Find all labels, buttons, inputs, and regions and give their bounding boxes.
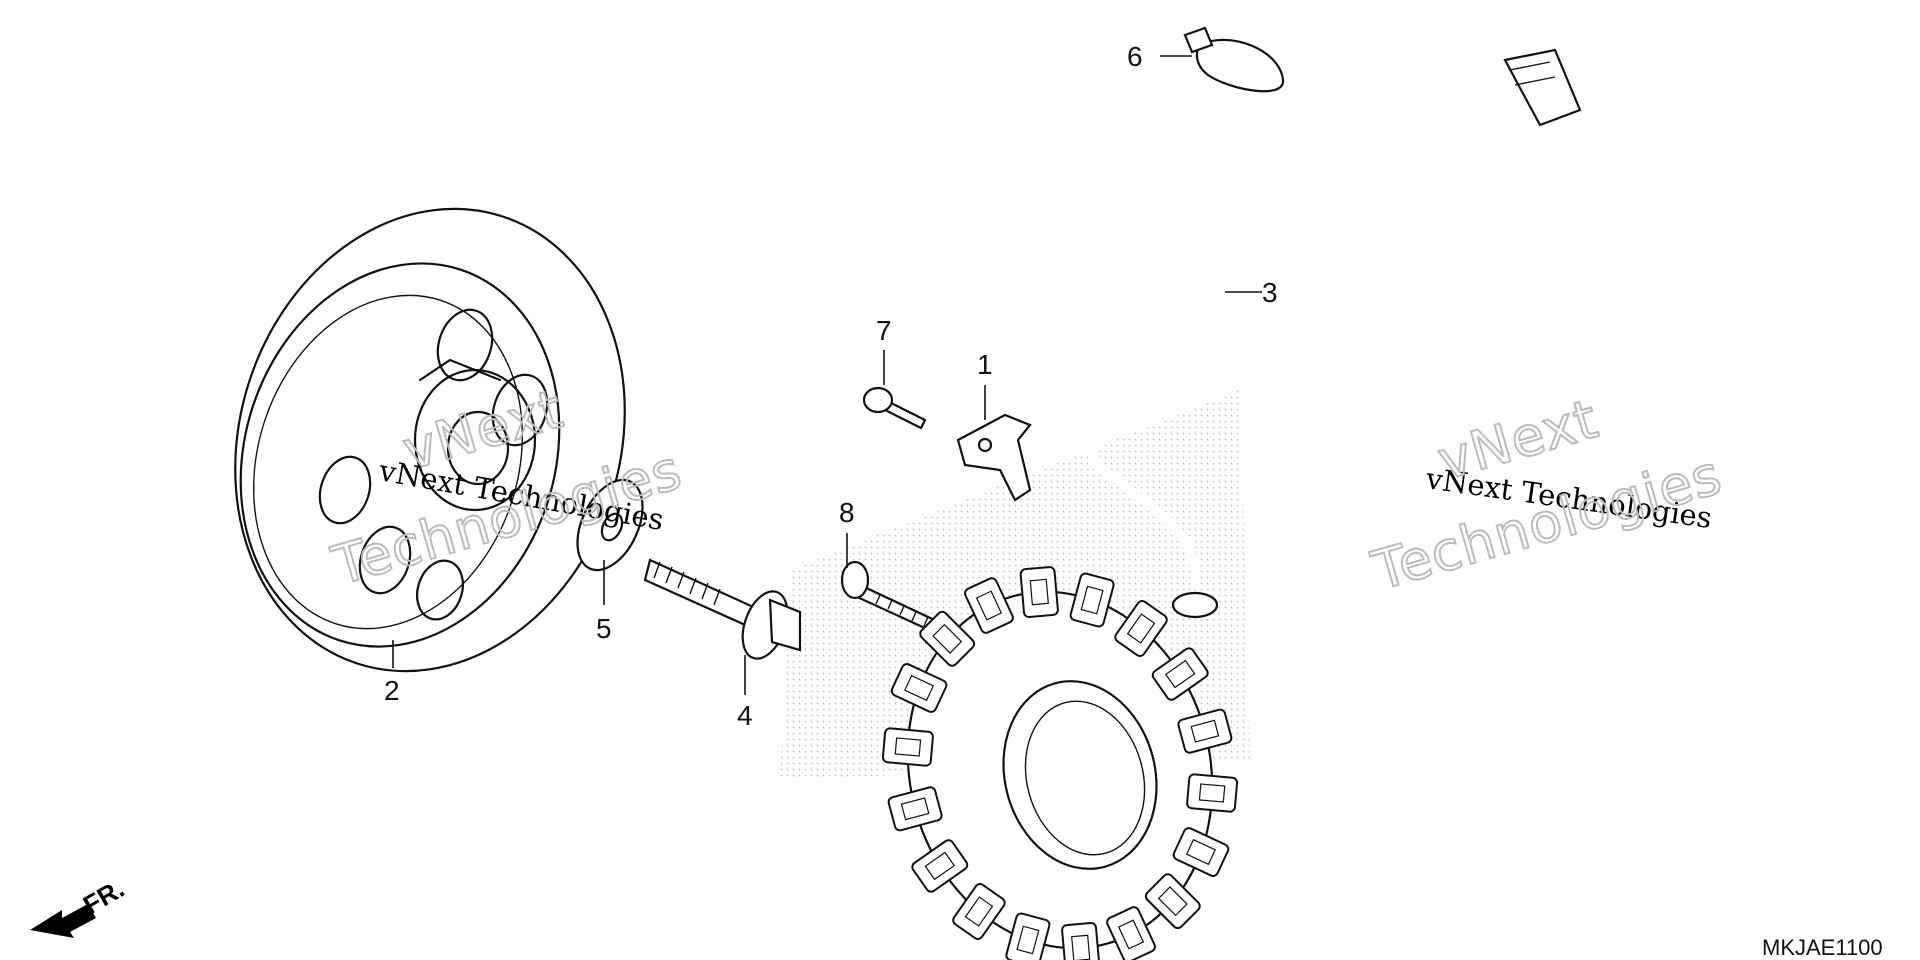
part-flywheel-bolt[interactable] (643, 558, 802, 665)
front-direction-indicator: FR. (30, 873, 129, 938)
stator-pole-face (932, 623, 963, 654)
stator-pole (1061, 921, 1101, 960)
stator-pole (952, 883, 1006, 940)
stator-pole-face (1185, 838, 1216, 866)
stator-pole (887, 786, 943, 832)
callout-6[interactable]: 6 (1127, 41, 1143, 72)
stator-pole (911, 839, 969, 893)
part-wire-clamp[interactable] (1183, 26, 1285, 93)
stator-pole-face (1190, 719, 1220, 743)
callout-1[interactable]: 1 (977, 349, 993, 380)
part-wire-harness[interactable] (1082, 32, 1635, 619)
part-washer[interactable] (564, 470, 655, 581)
stator-pole-face (900, 797, 930, 821)
stator-pole (919, 610, 976, 667)
stator-pole (1019, 566, 1059, 619)
stator-pole-face (894, 737, 922, 757)
stator-pole-face (964, 896, 994, 927)
stator-pole-face (924, 851, 956, 881)
stator-pole (1005, 912, 1051, 960)
stator-pole-face (904, 674, 935, 702)
stator-pole-face (1198, 783, 1226, 803)
stator-pole (881, 727, 934, 767)
part-bracket-bolt[interactable] (862, 386, 927, 430)
callout-2[interactable]: 2 (384, 675, 400, 706)
stator-pole-face (1126, 613, 1156, 644)
stator-pole-face (1029, 578, 1049, 606)
stator-pole (1106, 906, 1156, 960)
stator-pole (1114, 600, 1168, 657)
stator-pole (1144, 873, 1201, 930)
stator-pole-face (1164, 659, 1196, 689)
stator-pole (890, 663, 948, 713)
stator-pole (1172, 827, 1230, 877)
part-bracket[interactable] (956, 413, 1032, 502)
stator-pole (1069, 572, 1115, 628)
stator-pole-face (1157, 886, 1188, 917)
arrow-left-icon (30, 904, 96, 938)
stator-pole-face (975, 590, 1003, 621)
leader-lines (392, 55, 1262, 695)
callout-7[interactable]: 7 (876, 315, 892, 346)
stator-pole-face (1016, 925, 1040, 955)
stator-pole-face (1080, 585, 1104, 615)
stator-pole (1177, 708, 1233, 754)
stator-pole (1151, 647, 1209, 701)
callout-8[interactable]: 8 (839, 497, 855, 528)
diagram-code: MKJAE1100 (1762, 935, 1883, 960)
callout-4[interactable]: 4 (737, 700, 753, 731)
callout-5[interactable]: 5 (596, 613, 612, 644)
stator-pole-face (1117, 919, 1145, 950)
part-flywheel[interactable] (177, 158, 684, 722)
stator-pole (964, 577, 1014, 634)
part-stator[interactable] (869, 557, 1252, 960)
stator-pole (1186, 773, 1239, 813)
callout-3[interactable]: 3 (1262, 277, 1278, 308)
